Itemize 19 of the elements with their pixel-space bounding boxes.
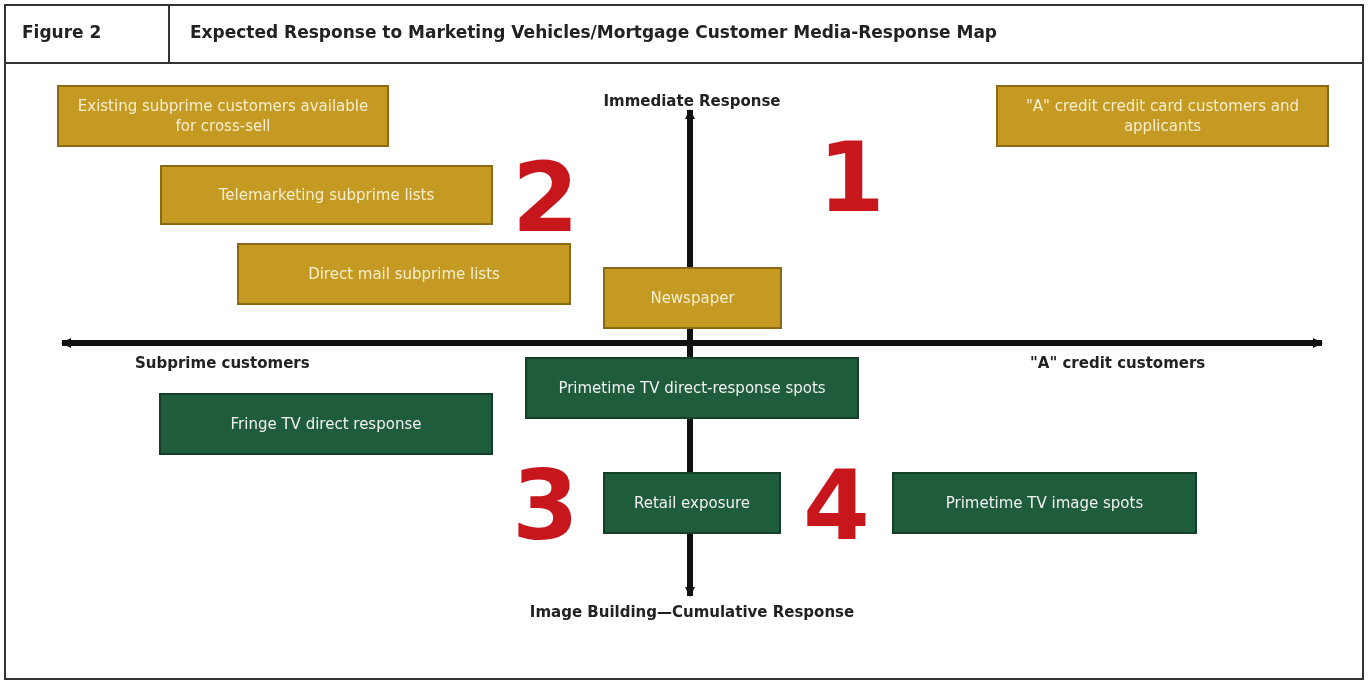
figure-number: Figure 2 — [22, 22, 102, 42]
media-box: Retail exposure — [603, 472, 781, 534]
figure-title: Expected Response to Marketing Vehicles/Mortgage Customer Media-Response Map — [190, 22, 998, 42]
media-box: "A" credit credit card customers and applicants — [996, 85, 1329, 147]
media-box: Fringe TV direct response — [159, 393, 493, 455]
quadrant-number: 1 — [818, 130, 885, 226]
media-box: Existing subprime customers available for cross-sell — [57, 85, 389, 147]
media-box: Direct mail subprime lists — [237, 243, 571, 305]
axis-label: "A" credit customers — [1030, 354, 1206, 372]
media-box: Telemarketing subprime lists — [160, 165, 493, 225]
quadrant-number: 3 — [512, 458, 579, 554]
axis-label: Immediate Response — [603, 92, 781, 110]
axis-label: Subprime customers — [135, 354, 310, 372]
axis-label: Image Building—Cumulative Response — [529, 603, 855, 621]
media-box: Newspaper — [603, 267, 782, 329]
quadrant-number: 2 — [512, 150, 579, 246]
media-box: Primetime TV image spots — [892, 472, 1197, 534]
media-box: Primetime TV direct-response spots — [525, 357, 859, 419]
quadrant-number: 4 — [803, 458, 870, 554]
